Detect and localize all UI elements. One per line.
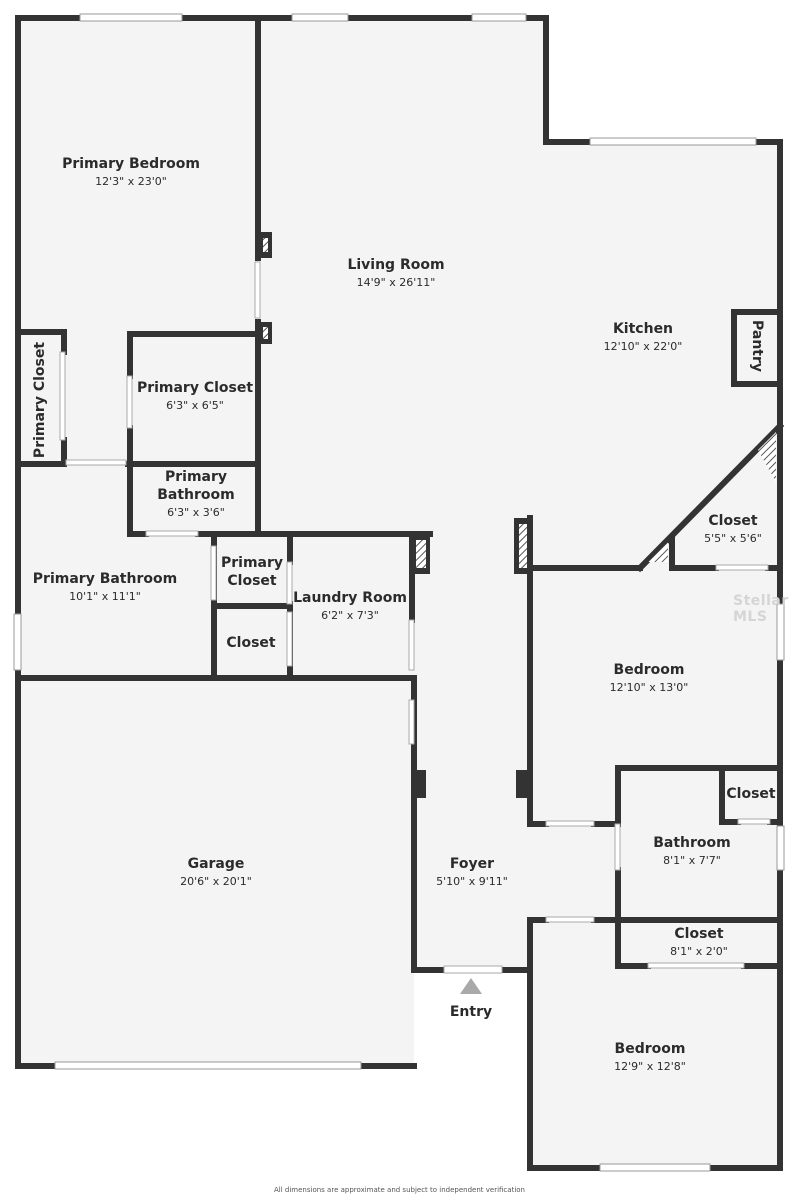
room-dimensions: 6'2" x 7'3": [321, 609, 379, 622]
room-bedroom-2: Bedroom 12'9" x 12'8": [614, 1040, 686, 1074]
floor-fill: [18, 18, 780, 1168]
room-name: Bedroom: [614, 1041, 686, 1057]
room-dimensions: 10'1" x 11'1": [69, 590, 141, 603]
room-bathroom: Bathroom 8'1" x 7'7": [653, 834, 731, 868]
room-name-line2: Bathroom: [157, 487, 235, 503]
room-name-line2: Closet: [227, 573, 277, 589]
entry-label: Entry: [449, 1004, 493, 1020]
room-closet-laundry: Closet: [226, 634, 275, 652]
room-dimensions: 12'10" x 22'0": [603, 340, 683, 353]
room-dimensions: 12'9" x 12'8": [614, 1060, 686, 1073]
windows: [13, 13, 785, 1172]
room-primary-bathroom-small: Primary Bathroom 6'3" x 3'6": [157, 468, 235, 520]
room-dimensions: 20'6" x 20'1": [180, 875, 252, 888]
room-primary-bathroom: Primary Bathroom 10'1" x 11'1": [33, 570, 177, 604]
room-primary-closet-side: Primary Closet: [31, 342, 49, 458]
room-garage: Garage 20'6" x 20'1": [180, 855, 252, 889]
room-closet-hall: Closet 8'1" x 2'0": [670, 925, 728, 959]
hatched-columns: [263, 238, 776, 568]
room-living-room: Living Room 14'9" x 26'11": [347, 256, 444, 290]
room-dimensions: 6'3" x 3'6": [167, 506, 225, 519]
room-dimensions: 5'10" x 9'11": [436, 875, 508, 888]
room-name: Kitchen: [612, 321, 674, 337]
room-dimensions: 12'3" x 23'0": [95, 175, 167, 188]
room-name-line1: Primary: [220, 555, 284, 571]
room-primary-bedroom: Primary Bedroom 12'3" x 23'0": [62, 155, 200, 189]
room-dimensions: 8'1" x 7'7": [663, 854, 721, 867]
entry-arrow-icon: [460, 978, 482, 994]
room-name: Closet: [674, 926, 724, 942]
room-name: Foyer: [449, 856, 495, 872]
room-name: Closet: [708, 513, 758, 529]
room-primary-closet: Primary Closet 6'3" x 6'5": [137, 379, 253, 413]
room-name: Laundry Room: [293, 590, 407, 606]
room-name: Primary Closet: [32, 341, 48, 459]
room-name: Closet: [726, 786, 776, 802]
room-dimensions: 6'3" x 6'5": [166, 399, 224, 412]
room-name: Primary Bathroom: [32, 571, 178, 587]
room-name: Closet: [226, 635, 276, 651]
room-name: Primary Bedroom: [62, 156, 200, 172]
room-closet-bath: Closet: [726, 785, 775, 803]
room-name: Primary Closet: [136, 380, 254, 396]
room-primary-closet-small: Primary Closet: [221, 554, 283, 590]
room-dimensions: 14'9" x 26'11": [356, 276, 436, 289]
room-name: Living Room: [347, 257, 445, 273]
room-foyer: Foyer 5'10" x 9'11": [436, 855, 508, 889]
room-name-line1: Primary: [164, 469, 228, 485]
room-kitchen: Kitchen 12'10" x 22'0": [604, 320, 683, 354]
room-name: Bedroom: [613, 662, 685, 678]
room-name: Garage: [187, 856, 245, 872]
door-openings: [59, 261, 771, 974]
room-dimensions: 8'1" x 2'0": [670, 945, 728, 958]
disclaimer-footer: All dimensions are approximate and subje…: [274, 1186, 525, 1194]
room-name: Bathroom: [653, 835, 731, 851]
room-dimensions: 12'10" x 13'0": [609, 681, 689, 694]
room-name: Pantry: [749, 319, 765, 373]
watermark: Stellar MLS: [733, 593, 789, 625]
room-closet-kitchen: Closet 5'5" x 5'6": [704, 512, 762, 546]
room-laundry-room: Laundry Room 6'2" x 7'3": [293, 589, 407, 623]
room-bedroom-1: Bedroom 12'10" x 13'0": [610, 661, 689, 695]
room-pantry: Pantry: [748, 320, 766, 372]
room-dimensions: 5'5" x 5'6": [704, 532, 762, 545]
